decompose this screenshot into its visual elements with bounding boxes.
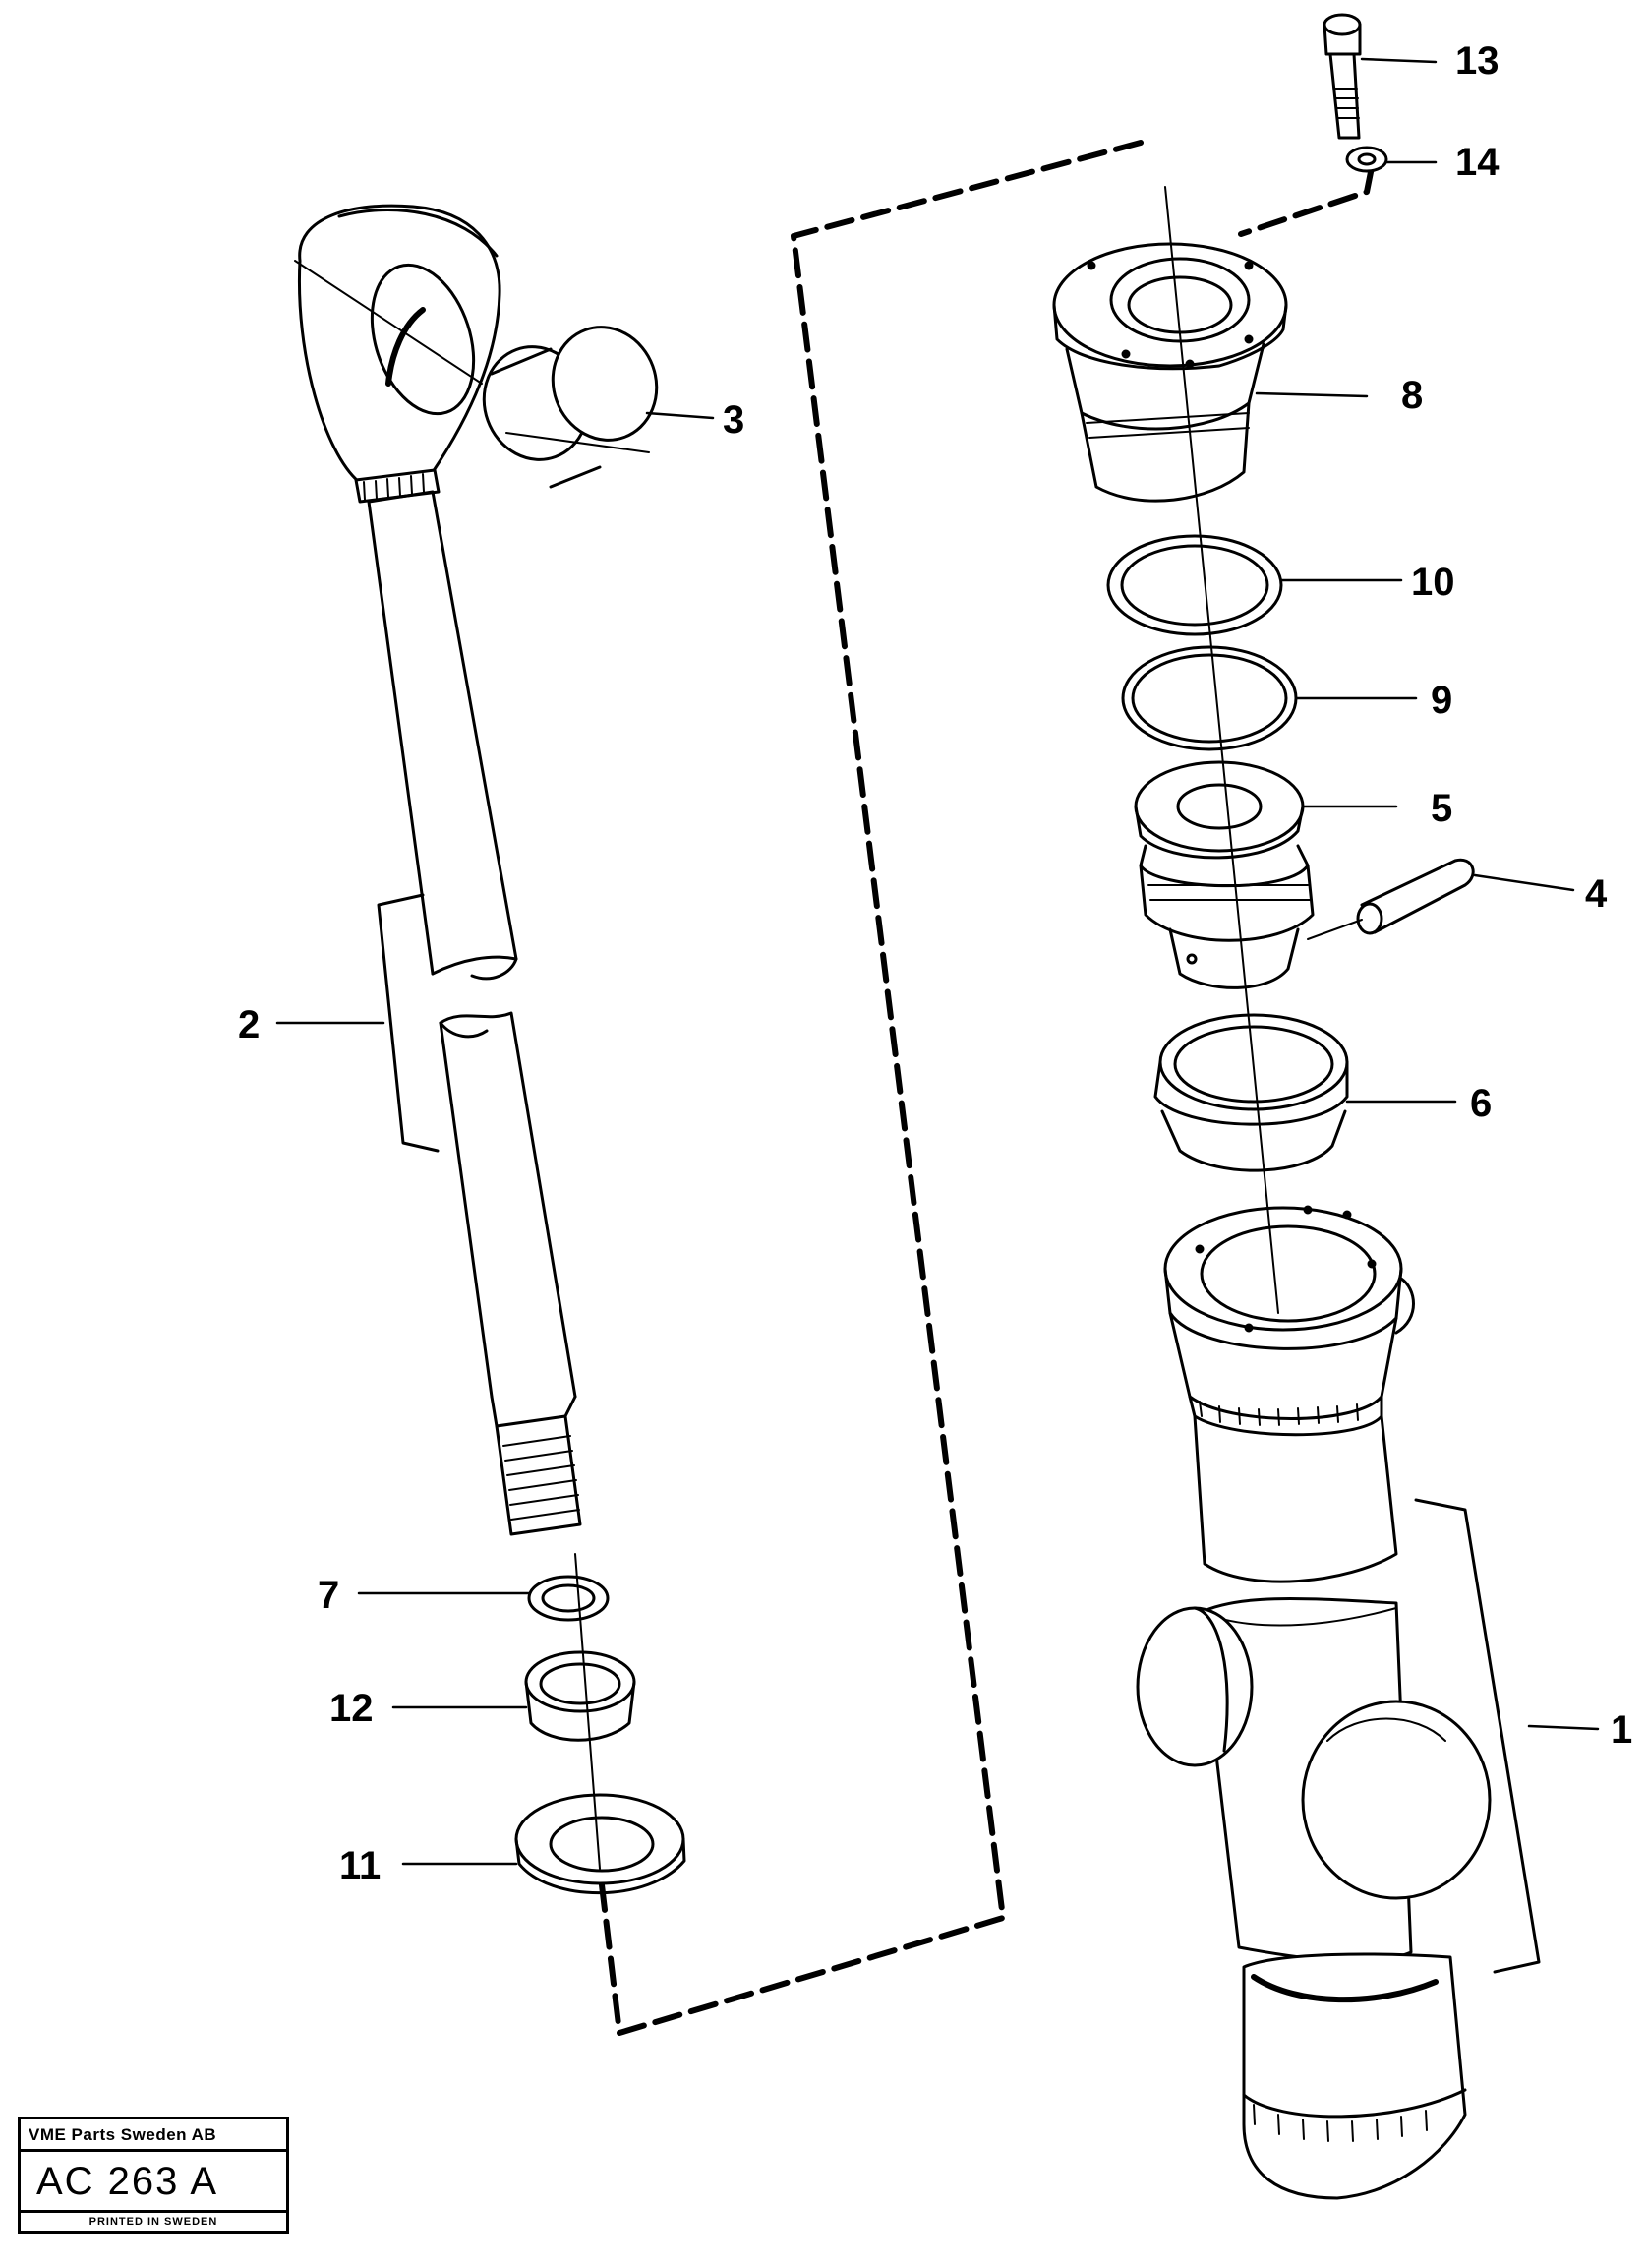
callout-10: 10	[1411, 561, 1455, 604]
bushing	[482, 326, 659, 489]
rod-axis-line	[574, 1553, 601, 1870]
callout-1: 1	[1611, 1708, 1632, 1752]
callout-4: 4	[1585, 872, 1608, 916]
callout-14: 14	[1455, 141, 1500, 184]
cylinder-head	[1052, 242, 1288, 503]
callout-7: 7	[318, 1574, 339, 1617]
piston-rod	[294, 204, 582, 1536]
bracket-part-2	[377, 893, 440, 1153]
leader-8	[1255, 391, 1369, 398]
backup-ring	[1121, 645, 1298, 751]
callout-2: 2	[238, 1003, 260, 1046]
callout-12: 12	[329, 1687, 374, 1730]
wiper-ring	[514, 1793, 686, 1895]
cylinder-axis-line	[1164, 186, 1279, 1314]
piston	[1134, 760, 1315, 989]
leader-3	[645, 411, 715, 420]
lock-pin	[1307, 858, 1475, 940]
callout-labels: 13 14 3 8 10 9 5 4 6 2 7 12 11 1	[238, 39, 1632, 1887]
washer	[1345, 146, 1388, 173]
assembly-dashed-line	[597, 140, 1375, 2036]
callout-3: 3	[723, 398, 744, 442]
guide-ring	[524, 1650, 636, 1742]
leader-13	[1360, 57, 1438, 64]
screw	[1323, 13, 1362, 140]
callout-8: 8	[1401, 374, 1423, 417]
leader-1	[1527, 1724, 1600, 1731]
vendor-stamp: VME Parts Sweden AB AC 263 A PRINTED IN …	[18, 2117, 289, 2234]
bracket-part-1	[1414, 1498, 1541, 1974]
callout-6: 6	[1470, 1082, 1492, 1125]
callout-5: 5	[1431, 787, 1452, 830]
leader-lines	[275, 57, 1600, 1866]
cylinder-tube	[1136, 1205, 1492, 2200]
o-ring-large	[1106, 534, 1283, 636]
callout-13: 13	[1455, 39, 1500, 83]
leader-4	[1473, 873, 1575, 892]
stamp-company: VME Parts Sweden AB	[21, 2119, 286, 2152]
small-seal	[527, 1575, 610, 1622]
stamp-printed-in: PRINTED IN SWEDEN	[21, 2210, 286, 2231]
callout-9: 9	[1431, 679, 1452, 722]
stamp-drawing-code: AC 263 A	[36, 2160, 219, 2203]
callout-11: 11	[339, 1844, 381, 1887]
